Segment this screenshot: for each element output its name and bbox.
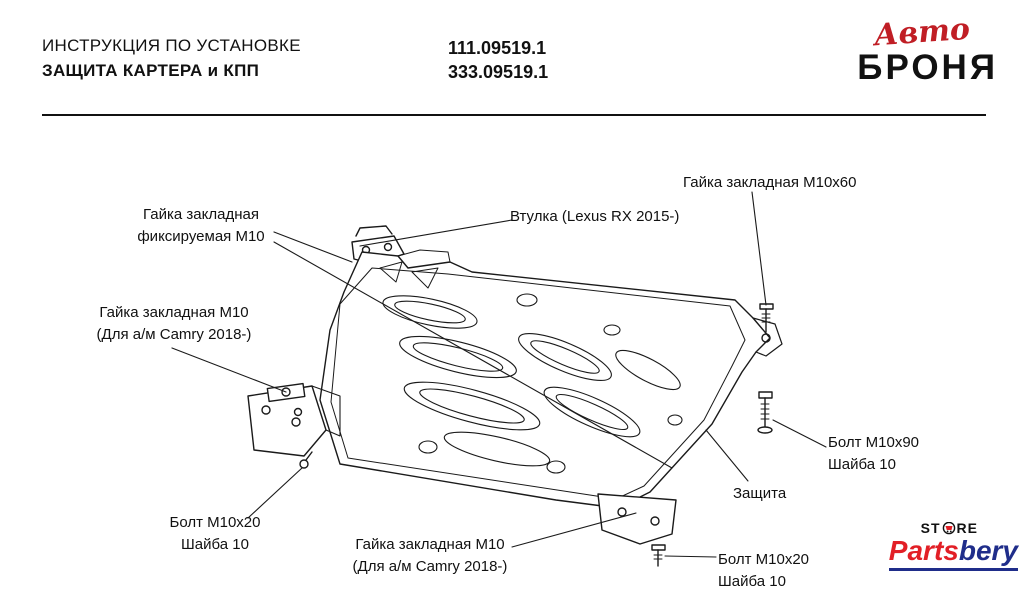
partsbery-bery: bery: [958, 535, 1018, 566]
store-label-left: ST: [920, 520, 941, 536]
label-plate: Защита: [733, 485, 787, 502]
label-nut-fixed-m10: Гайка закладная фиксируемая M10: [137, 206, 265, 245]
document-title: ИНСТРУКЦИЯ ПО УСТАНОВКЕ ЗАЩИТА КАРТЕРА и…: [42, 34, 301, 83]
part-number-1: 111.09519.1: [448, 38, 547, 58]
nut-plate-left-icon: [266, 382, 306, 417]
label-nut-camry-left: Гайка закладная M10 (Для а/м Camry 2018-…: [96, 304, 252, 343]
plate-outline: [319, 249, 771, 509]
cart-icon: [942, 521, 955, 534]
bolt-top-right-icon: [759, 303, 774, 333]
store-label-right: RE: [956, 520, 978, 536]
label-nut-m10x60: Гайка закладная M10x60: [683, 174, 857, 191]
partsbery-parts: Parts: [888, 535, 959, 566]
bolt-right-icon: [757, 391, 773, 434]
title-line-1: ИНСТРУКЦИЯ ПО УСТАНОВКЕ: [42, 36, 301, 55]
label-bolt-m10x20-right: Болт M10x20 Шайба 10: [718, 551, 810, 590]
part-numbers: 111.09519.1 333.09519.1: [448, 36, 548, 85]
title-line-2: ЗАЩИТА КАРТЕРА и КПП: [42, 60, 260, 80]
plate-ribs: [382, 295, 681, 467]
partsbery-logo: ST RE Partsbery: [836, 520, 1018, 571]
left-bracket: [247, 385, 341, 457]
label-bolt-m10x90: Болт M10x90 Шайба 10: [828, 434, 920, 473]
avtobronya-logo: Авто БРОНЯ: [818, 12, 998, 87]
label-nut-camry-bottom: Гайка закладная M10 (Для а/м Camry 2018-…: [352, 536, 508, 575]
store-label: ST RE: [836, 520, 1018, 536]
right-mount-ear: [752, 317, 783, 357]
bolt-bottom-right-icon: [651, 544, 666, 567]
label-bushing-lexus: Втулка (Lexus RX 2015-): [510, 208, 680, 225]
bottom-bracket: [597, 493, 677, 545]
partsbery-wordmark: Partsbery: [888, 535, 1018, 571]
plate-holes: [418, 293, 683, 474]
brand-logo-bottom: БРОНЯ: [857, 48, 998, 87]
part-number-2: 333.09519.1: [448, 62, 549, 83]
bolt-bottom-left-icon: [299, 451, 313, 469]
label-bolt-m10x20-left: Болт M10x20 Шайба 10: [169, 514, 261, 553]
top-left-mount: [351, 225, 405, 265]
header-divider: [42, 114, 986, 116]
